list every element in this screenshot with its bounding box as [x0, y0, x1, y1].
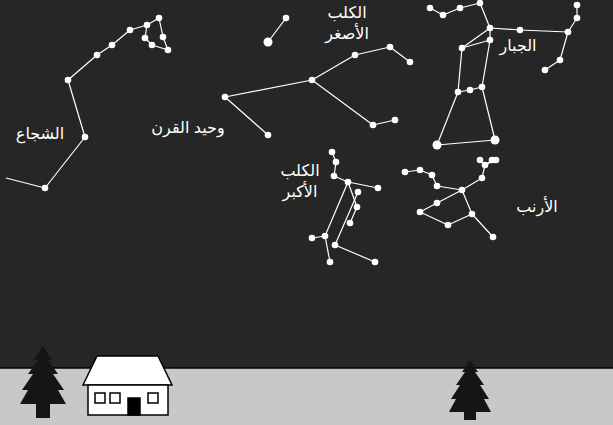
star: [487, 37, 494, 44]
star: [469, 211, 476, 218]
star: [283, 15, 290, 22]
star: [517, 27, 524, 34]
star: [264, 38, 273, 47]
star: [309, 235, 316, 242]
star: [109, 42, 116, 49]
star: [392, 117, 399, 124]
canis-minor-lines: [268, 18, 286, 42]
star: [355, 189, 362, 196]
star: [65, 77, 72, 84]
star: [433, 141, 442, 150]
star: [127, 27, 134, 34]
star: [387, 44, 394, 51]
star: [479, 175, 486, 182]
star: [574, 15, 581, 22]
star: [417, 167, 424, 174]
canis-major-lines: [325, 236, 330, 262]
star: [417, 209, 424, 216]
star: [94, 52, 101, 59]
star: [487, 25, 494, 32]
monoceros-lines: [312, 80, 395, 125]
hydra-lines: [6, 25, 147, 188]
star: [491, 136, 500, 145]
orion-shield: [545, 5, 577, 70]
star: [156, 15, 163, 22]
orion-body: [437, 40, 495, 145]
star: [327, 259, 334, 266]
star: [42, 185, 49, 192]
star: [493, 157, 500, 164]
star: [477, 0, 484, 6]
star: [331, 173, 338, 180]
star: [82, 134, 89, 141]
star: [407, 59, 414, 66]
star: [445, 222, 452, 229]
orion-shield: [490, 28, 568, 32]
star: [434, 200, 441, 207]
star: [574, 2, 581, 9]
lepus-lines: [462, 190, 493, 237]
lepus-lines: [405, 165, 485, 190]
constellation-name: الكلب الأصغر: [325, 2, 369, 44]
star: [309, 77, 316, 84]
star: [345, 179, 352, 186]
constellation-name: الشجاع: [16, 123, 64, 144]
star: [429, 172, 436, 179]
canis-major-lines: [335, 192, 375, 262]
star: [149, 42, 156, 49]
canis-major-lines: [348, 182, 357, 223]
star: [482, 162, 489, 169]
orion-arm: [462, 28, 490, 48]
star: [459, 187, 466, 194]
star: [144, 22, 151, 29]
star: [370, 122, 377, 129]
star: [440, 12, 447, 19]
star: [434, 183, 441, 190]
star: [347, 220, 354, 227]
star: [557, 57, 564, 64]
canis-major-lines: [332, 152, 378, 188]
star: [333, 159, 340, 166]
star: [222, 94, 229, 101]
star: [402, 169, 409, 176]
star: [322, 233, 329, 240]
star: [467, 87, 474, 94]
tree: [449, 360, 491, 420]
star: [160, 34, 167, 41]
star: [142, 35, 149, 42]
star: [265, 132, 272, 139]
star: [354, 204, 361, 211]
star: [329, 149, 336, 156]
constellation-name: الجبار: [499, 35, 536, 56]
star: [459, 45, 466, 52]
star: [165, 47, 172, 54]
star: [479, 84, 486, 91]
monoceros-lines: [225, 47, 410, 135]
orion-club: [430, 3, 490, 28]
star: [455, 89, 462, 96]
constellation-name: الكلب الأكبر: [280, 160, 319, 202]
star: [565, 29, 572, 36]
star: [477, 157, 484, 164]
star: [490, 234, 497, 241]
star: [332, 242, 339, 249]
house: [83, 356, 172, 415]
star: [372, 259, 379, 266]
constellation-name: الأرنب: [516, 196, 557, 217]
star: [542, 67, 549, 74]
star: [457, 5, 464, 12]
star: [427, 5, 434, 12]
lepus-lines: [420, 190, 472, 225]
tree: [20, 346, 66, 418]
star: [375, 185, 382, 192]
star: [352, 52, 359, 59]
constellation-name: وحيد القرن: [151, 117, 224, 138]
